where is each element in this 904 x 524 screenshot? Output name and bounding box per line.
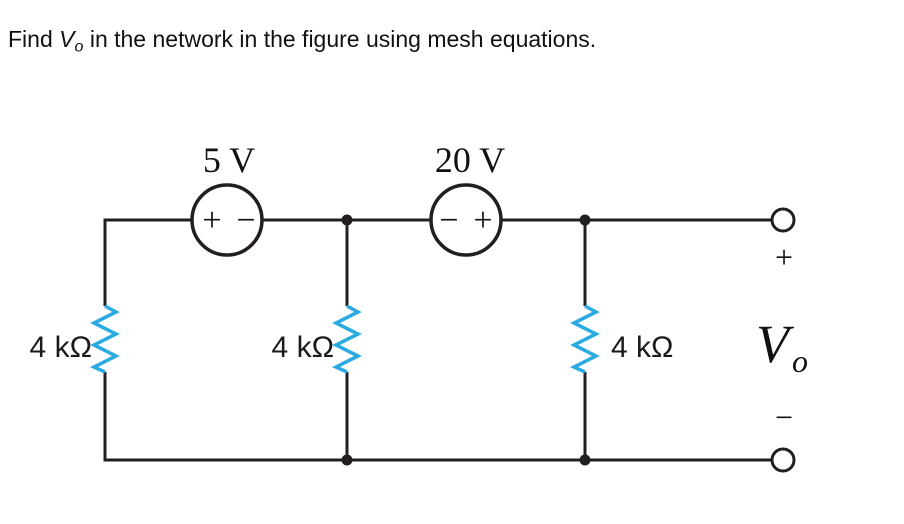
resistor-zigzag-middle [331, 304, 362, 374]
output-plus-sign: + [775, 239, 793, 275]
source-label-20v: 20 V [435, 140, 505, 180]
voltage-source-5v-circle [190, 183, 264, 257]
wire-group [103, 218, 772, 462]
problem-title: Find Vo in the network in the figure usi… [8, 26, 596, 57]
resistor-label-middle: 4 kΩ [272, 331, 334, 364]
voltage-source-20v-circle [429, 183, 503, 257]
junction-dot [341, 454, 353, 466]
source-label-5v: 5 V [203, 140, 255, 180]
polarity-plus-icon: + [202, 202, 221, 239]
junction-dot [579, 454, 591, 466]
resistor-zigzag-right [569, 304, 600, 374]
output-voltage-subscript: o [792, 343, 808, 379]
resistor-group [89, 304, 600, 374]
polarity-minus-icon: − [439, 202, 458, 239]
output-terminal-group [770, 207, 796, 473]
resistor-zigzag-left [89, 304, 120, 374]
title-variable: V [59, 26, 75, 52]
title-suffix: in the network in the figure using mesh … [83, 26, 597, 52]
junction-dot [341, 214, 353, 226]
output-minus-sign: − [775, 399, 793, 435]
polarity-minus-icon: − [236, 202, 255, 239]
output-terminal-negative [770, 447, 796, 473]
output-terminal-positive [770, 207, 796, 233]
output-voltage-variable: V [756, 314, 795, 374]
title-prefix: Find [8, 26, 60, 52]
junction-dot [579, 214, 591, 226]
resistor-label-right: 4 kΩ [611, 331, 673, 364]
polarity-plus-icon: + [473, 202, 492, 239]
wire [103, 218, 192, 306]
voltage-source-group [190, 183, 503, 257]
resistor-label-left: 4 kΩ [30, 331, 92, 364]
wire [103, 372, 772, 462]
junction-dot-group [341, 214, 591, 466]
title-variable-subscript: o [74, 37, 84, 56]
